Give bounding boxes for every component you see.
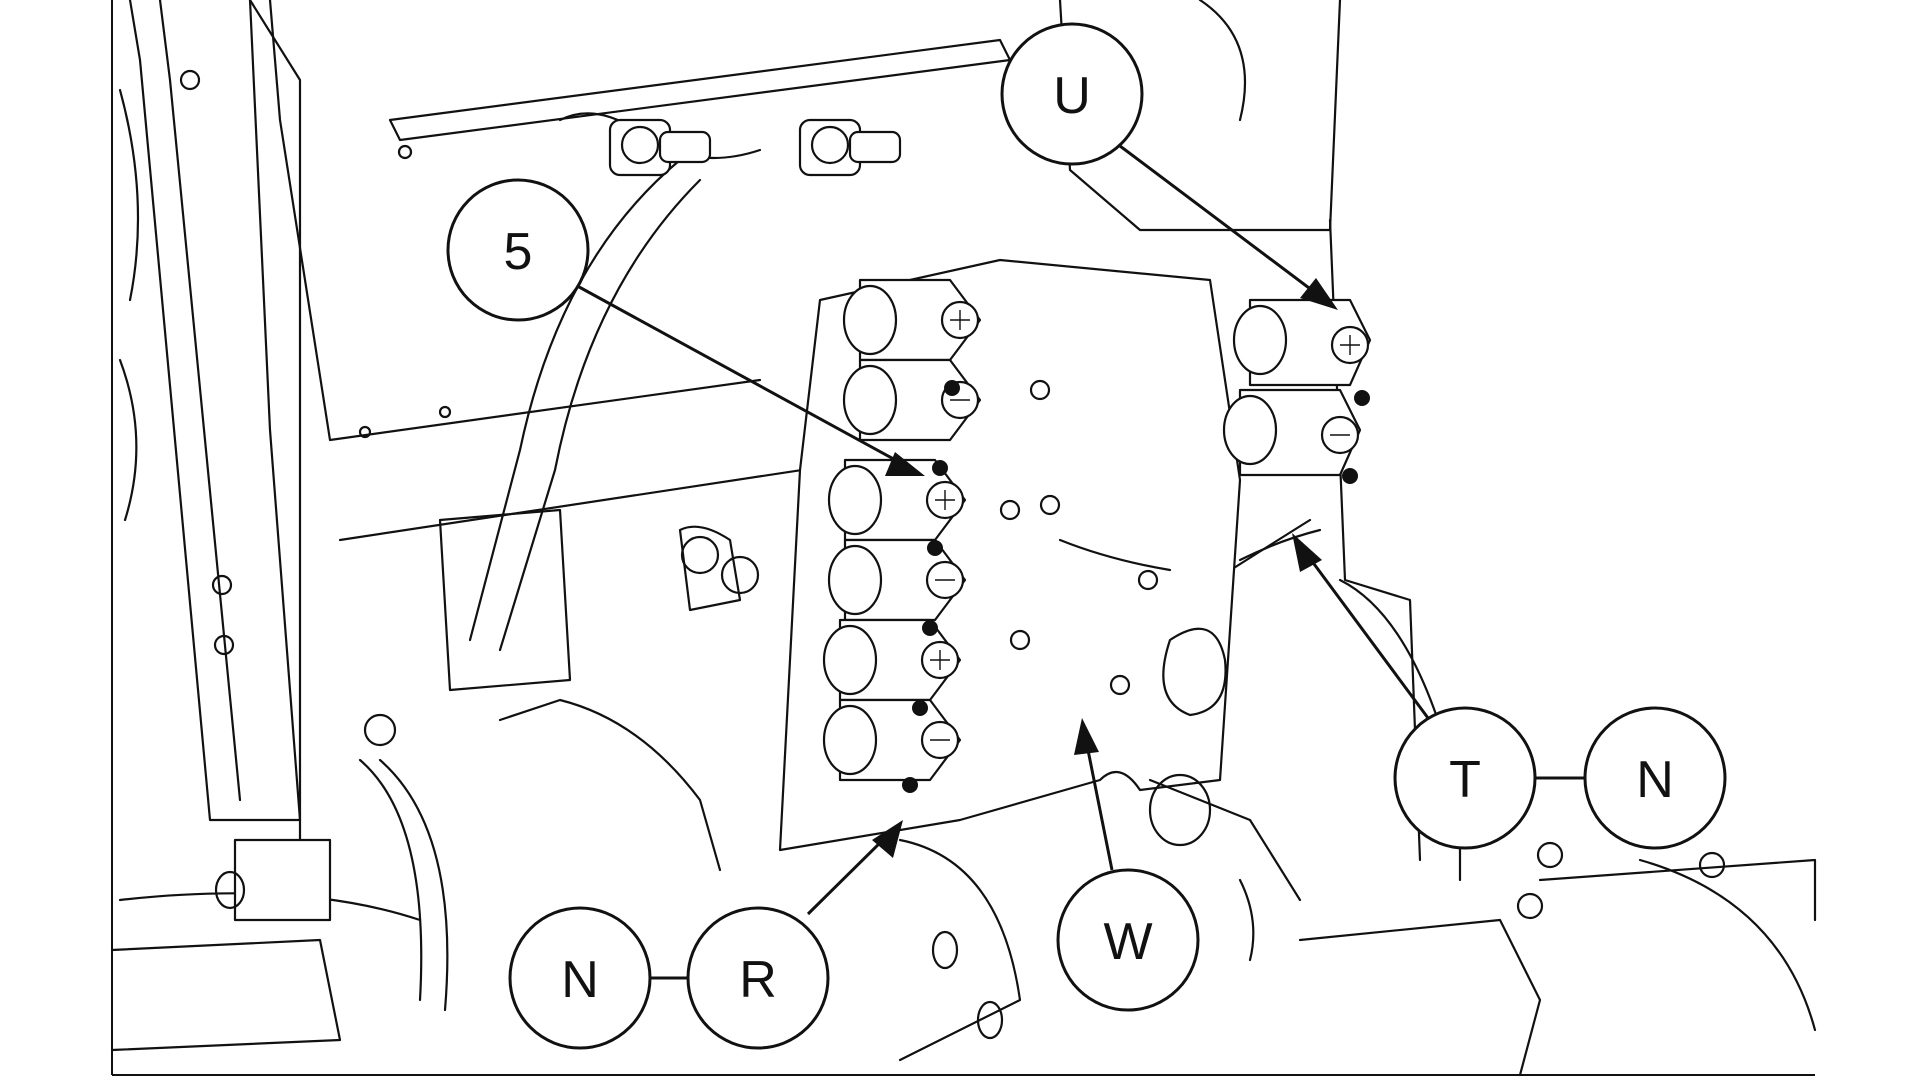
callout-r-label: R	[739, 951, 777, 1009]
callout-5: 5	[446, 178, 925, 476]
callout-t-n: T N	[1292, 533, 1727, 850]
callout-n-left-label: N	[561, 951, 599, 1009]
callout-5-label: 5	[504, 223, 533, 281]
callout-u-label: U	[1053, 67, 1091, 125]
valve-stack-left	[822, 278, 982, 793]
callout-w: W	[1056, 718, 1200, 1012]
callout-n-right-label: N	[1636, 751, 1674, 809]
machine-frame	[110, 0, 1817, 1077]
lower-assembly	[214, 508, 1302, 1062]
top-fittings	[608, 118, 902, 177]
valve-stack-right	[1222, 298, 1372, 484]
callout-n-r: N R	[508, 820, 903, 1050]
callout-t-label: T	[1449, 751, 1481, 809]
callout-u: U	[1000, 22, 1338, 310]
callout-w-label: W	[1103, 913, 1152, 971]
